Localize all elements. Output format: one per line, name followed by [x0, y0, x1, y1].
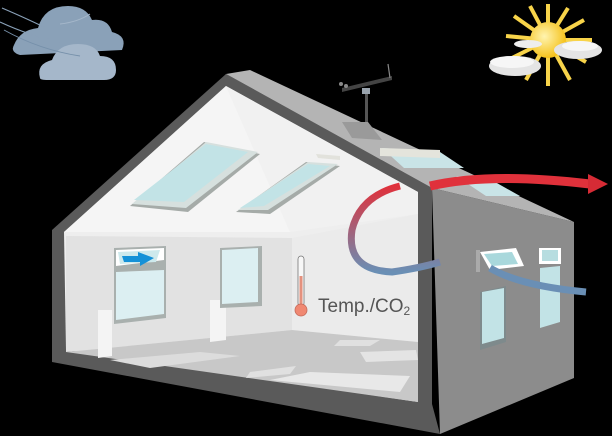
air-circulation-curve: [347, 182, 442, 276]
airflow-in-arrow-icon: [122, 252, 154, 266]
windy-cloud-icon: [0, 6, 124, 80]
roof-skylight: [342, 122, 382, 140]
sensor-label: Temp./CO2: [318, 296, 411, 318]
cool-air-arrow: [488, 264, 587, 296]
interior-skylight-left: [130, 142, 260, 212]
interior-skylight-right: [236, 162, 340, 214]
interior-window-open: [114, 246, 166, 324]
thermometer-icon: [294, 255, 308, 317]
interior-window: [220, 246, 262, 308]
sun-cloud-icon: [489, 4, 602, 86]
exterior-window-left: [476, 248, 524, 350]
exterior-window-right: [539, 248, 561, 328]
weather-station-icon: [339, 63, 392, 122]
warm-air-arrow: [428, 173, 608, 194]
